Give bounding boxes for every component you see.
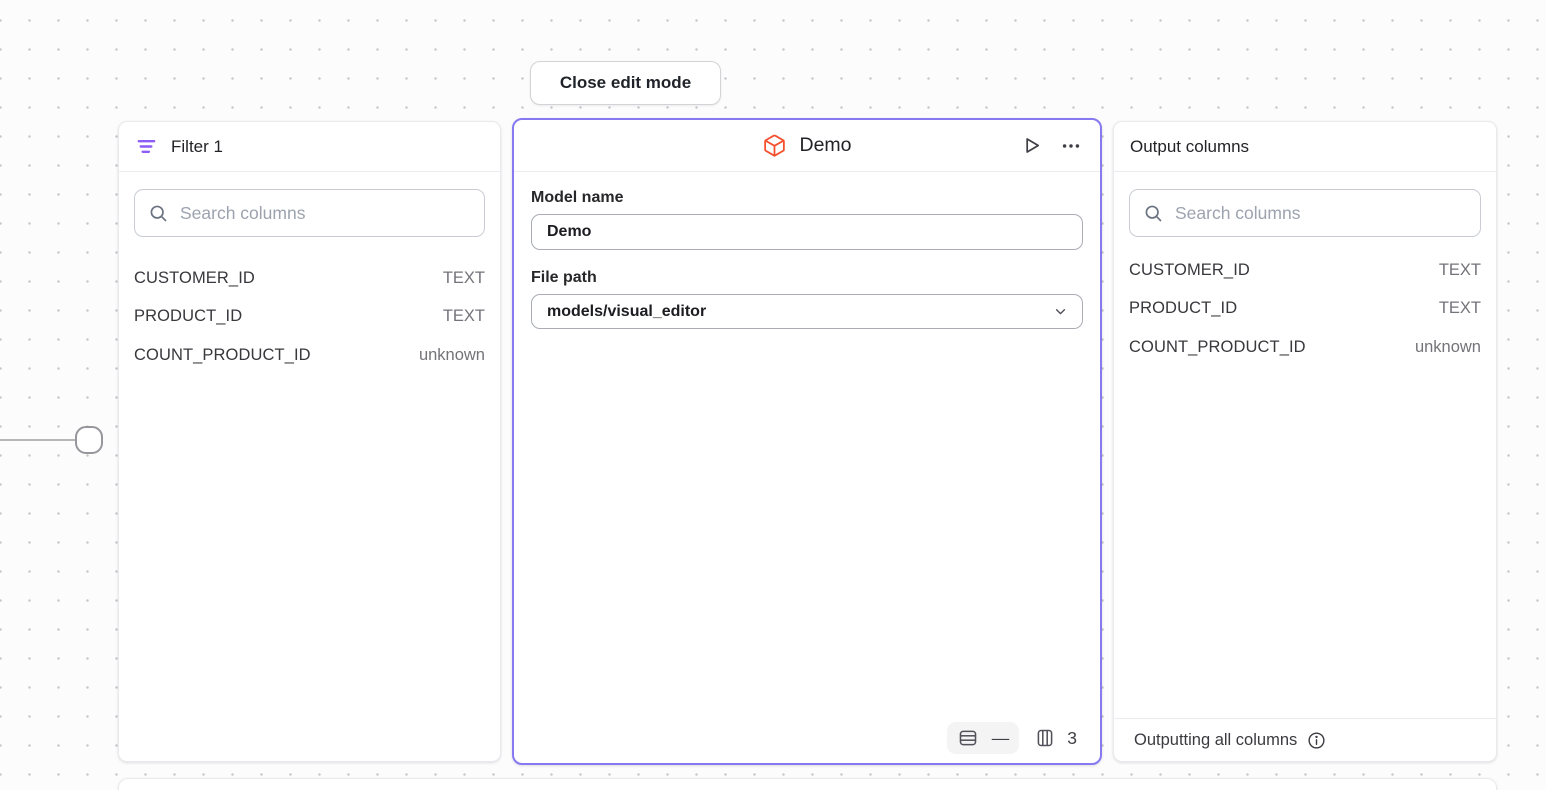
column-name: COUNT_PRODUCT_ID <box>1129 337 1306 356</box>
column-count-value: 3 <box>1067 727 1077 748</box>
row-count-value: — <box>991 727 1010 748</box>
file-path-select[interactable]: models/visual_editor <box>531 294 1083 329</box>
column-row[interactable]: PRODUCT_ID TEXT <box>134 298 485 337</box>
column-count-stat[interactable]: 3 <box>1034 727 1077 749</box>
column-type: unknown <box>418 345 485 364</box>
play-icon <box>1020 134 1043 157</box>
column-type: TEXT <box>1438 260 1481 279</box>
output-panel-title: Output columns <box>1130 136 1250 156</box>
filter-search-input[interactable] <box>180 202 471 224</box>
filter-icon <box>135 135 158 158</box>
file-path-value: models/visual_editor <box>547 302 707 320</box>
column-name: COUNT_PRODUCT_ID <box>134 345 311 364</box>
output-footer-text: Outputting all columns <box>1134 730 1298 749</box>
filter-node-panel[interactable]: Filter 1 CUSTOMER_ID TEXT PRODUCT_ID TEX… <box>118 121 501 762</box>
ellipsis-icon <box>1060 135 1082 157</box>
search-icon <box>1143 203 1164 224</box>
column-type: TEXT <box>442 307 485 326</box>
rows-icon <box>957 727 979 749</box>
filter-panel-header: Filter 1 <box>119 122 500 172</box>
model-panel-header: Demo <box>514 120 1100 172</box>
chevron-down-icon <box>1052 303 1069 320</box>
output-columns-panel[interactable]: Output columns CUSTOMER_ID TEXT PRODUCT_… <box>1113 121 1497 762</box>
file-path-label: File path <box>531 269 597 286</box>
info-icon[interactable] <box>1306 730 1327 751</box>
column-type: TEXT <box>1438 299 1481 318</box>
column-name: PRODUCT_ID <box>1129 299 1238 318</box>
search-icon <box>148 203 169 224</box>
column-row[interactable]: CUSTOMER_ID TEXT <box>134 259 485 298</box>
column-row[interactable]: PRODUCT_ID TEXT <box>1129 290 1481 329</box>
row-count-stat[interactable]: — <box>946 722 1020 754</box>
output-footer: Outputting all columns <box>1114 718 1496 761</box>
column-name: CUSTOMER_ID <box>1129 260 1250 279</box>
columns-icon <box>1034 727 1056 749</box>
column-row[interactable]: COUNT_PRODUCT_ID unknown <box>134 336 485 375</box>
connector-edge <box>0 439 77 441</box>
filter-panel-title: Filter 1 <box>171 136 223 156</box>
connector-port-handle[interactable] <box>75 426 103 454</box>
model-stats-bar: — 3 <box>946 722 1077 754</box>
output-panel-header: Output columns <box>1114 122 1496 172</box>
model-name-input[interactable] <box>531 214 1083 250</box>
column-type: unknown <box>1414 337 1481 356</box>
filter-column-list: CUSTOMER_ID TEXT PRODUCT_ID TEXT COUNT_P… <box>119 259 500 375</box>
model-panel-title: Demo <box>799 134 852 156</box>
column-row[interactable]: COUNT_PRODUCT_ID unknown <box>1129 328 1481 367</box>
close-edit-mode-button[interactable]: Close edit mode <box>530 61 721 105</box>
model-cube-icon <box>762 133 787 158</box>
results-panel-clipped[interactable] <box>118 778 1497 790</box>
more-options-button[interactable] <box>1060 135 1082 157</box>
filter-search-box <box>134 189 485 237</box>
column-type: TEXT <box>442 268 485 287</box>
run-model-button[interactable] <box>1020 134 1043 157</box>
model-name-label: Model name <box>531 189 624 206</box>
output-search-input[interactable] <box>1175 202 1467 224</box>
output-search-box <box>1129 189 1481 237</box>
output-column-list: CUSTOMER_ID TEXT PRODUCT_ID TEXT COUNT_P… <box>1114 251 1496 367</box>
model-node-panel[interactable]: Demo <box>512 118 1102 765</box>
column-row[interactable]: CUSTOMER_ID TEXT <box>1129 251 1481 290</box>
column-name: CUSTOMER_ID <box>134 268 255 287</box>
column-name: PRODUCT_ID <box>134 307 243 326</box>
